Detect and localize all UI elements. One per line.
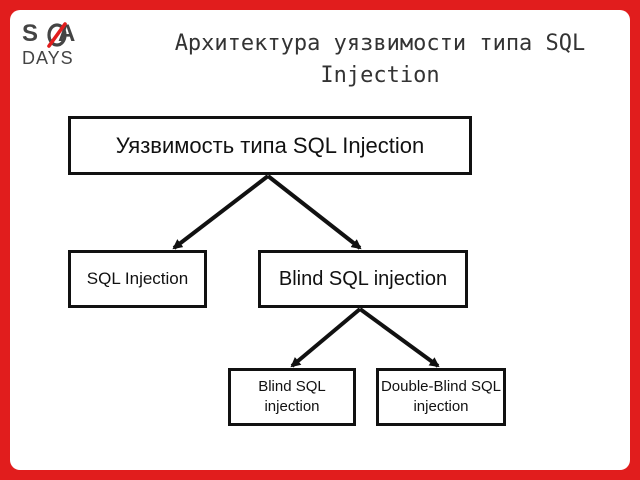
node-double-blind-sql-injection: Double-Blind SQL injection	[376, 368, 506, 426]
node-blind-sql-injection: Blind SQL injection	[258, 250, 468, 308]
logo-text-bottom: DAYS	[22, 48, 74, 68]
node-blind-sql-injection-child: Blind SQL injection	[228, 368, 356, 426]
soa-days-logo: S A DAYS	[22, 22, 88, 70]
node-double-blind-label: Double-Blind SQL injection	[380, 378, 502, 415]
arrow-root-to-sql	[172, 174, 270, 250]
node-blind-sql-child-label: Blind SQL injection	[258, 378, 326, 415]
slide: S A DAYS Архитектура уязвимости типа SQL…	[10, 10, 630, 470]
node-sql-injection-vulnerability: Уязвимость типа SQL Injection	[68, 116, 472, 175]
node-sql-injection: SQL Injection	[68, 250, 207, 308]
node-blind-sql-injection-label: Blind SQL injection	[278, 267, 448, 290]
arrow-blind-to-blind2	[290, 307, 362, 368]
arrow-root-to-blind	[266, 174, 362, 250]
diagram-arrows	[172, 174, 440, 368]
page-title: Архитектура уязвимости типа SQL Injectio…	[174, 31, 586, 88]
logo-o-slash-icon	[47, 22, 67, 48]
arrow-blind-to-double	[358, 307, 440, 368]
node-root-label: Уязвимость типа SQL Injection	[115, 132, 425, 158]
node-sql-injection-label: SQL Injection	[86, 269, 189, 288]
